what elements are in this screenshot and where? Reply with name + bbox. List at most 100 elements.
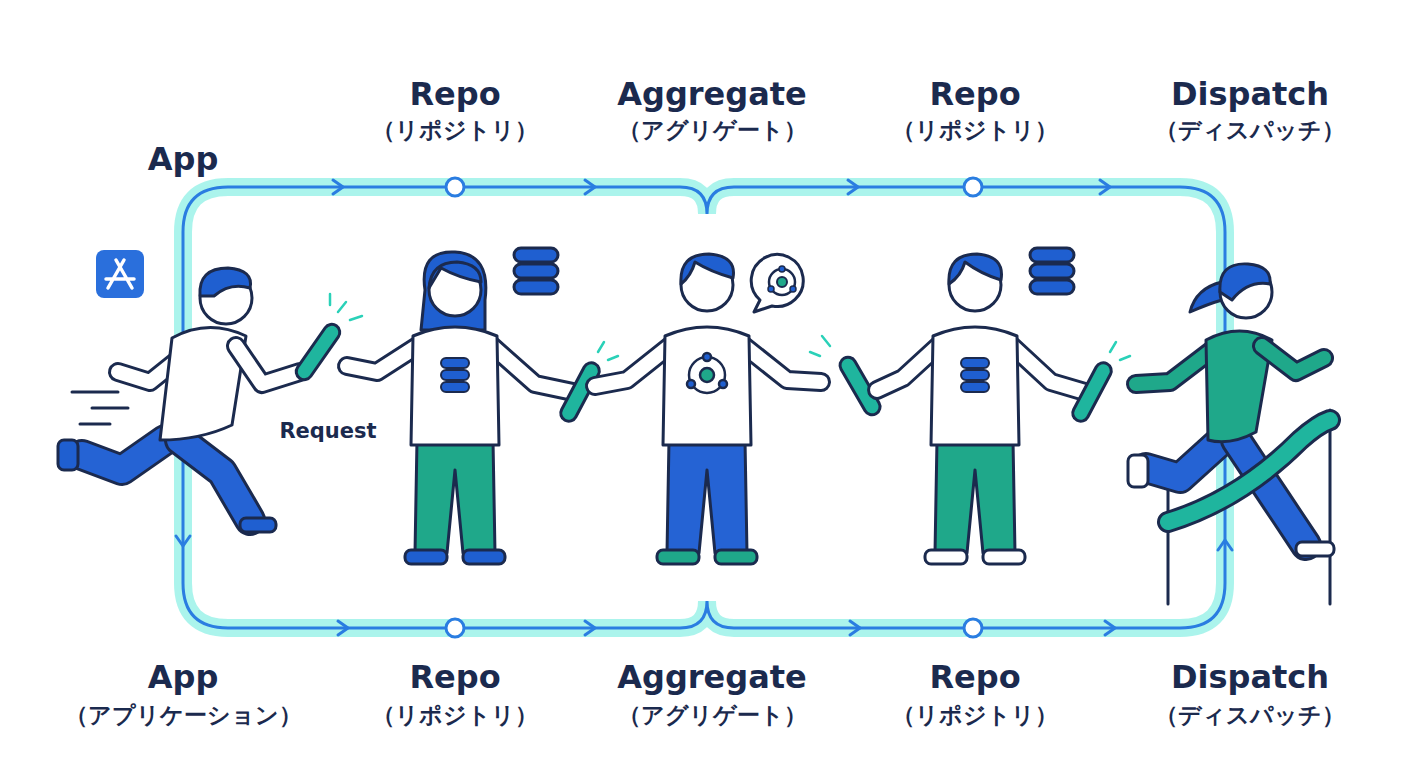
chest-database-icon	[961, 358, 989, 392]
hair	[1220, 264, 1270, 300]
pants	[935, 440, 1015, 553]
arm-outline	[491, 345, 573, 392]
arm-outline	[877, 345, 939, 390]
shoe	[657, 550, 699, 564]
database-icon	[1030, 248, 1074, 294]
label-text: Request	[279, 420, 376, 443]
arm-outline	[1136, 350, 1212, 384]
shoe	[925, 550, 967, 564]
track-arrows	[176, 180, 1232, 635]
leg-outline	[82, 440, 165, 470]
arm	[1262, 346, 1324, 372]
atom-dot	[779, 266, 785, 272]
track-line	[183, 187, 1225, 628]
label-text: （アプリケーション）	[65, 703, 302, 728]
atom-core	[700, 368, 714, 382]
label-text: Dispatch	[1171, 660, 1329, 695]
shoe	[1128, 455, 1148, 487]
arm	[1136, 350, 1212, 384]
chest-database-icon	[441, 358, 469, 392]
arrow-head	[1100, 180, 1110, 194]
speed-lines	[72, 392, 128, 424]
label-text: （アグリゲート）	[618, 703, 807, 728]
ponytail	[1190, 282, 1222, 312]
spark-lines	[598, 342, 618, 360]
hair	[949, 254, 1002, 284]
finish-line	[1168, 410, 1330, 604]
checkpoint-dot	[446, 178, 464, 196]
shoe	[240, 518, 276, 532]
atom-core	[777, 277, 787, 287]
arm	[595, 345, 671, 386]
label-text: Repo	[929, 77, 1020, 112]
checkpoint-dot	[964, 619, 982, 637]
shoe	[983, 550, 1025, 564]
arm-outline	[1262, 346, 1324, 372]
spark-lines	[1110, 342, 1130, 360]
arm-outline	[595, 345, 671, 386]
label-text: Dispatch	[1171, 77, 1329, 112]
db-disk	[441, 382, 469, 392]
runner-dispatch	[1128, 264, 1334, 556]
label-text: （リポジトリ）	[892, 118, 1058, 143]
leg	[82, 440, 165, 470]
icon-glyph	[106, 260, 134, 288]
runner-app	[58, 268, 300, 532]
torso	[411, 327, 499, 445]
shoe	[405, 550, 447, 564]
arm	[236, 346, 300, 384]
arm-outline	[1011, 345, 1085, 392]
baton-body	[293, 321, 343, 383]
checkpoint-dot	[964, 178, 982, 196]
label-text: Aggregate	[617, 77, 807, 112]
relay-track	[183, 187, 1225, 628]
db-disk	[514, 280, 558, 294]
label-text: （リポジトリ）	[372, 703, 538, 728]
label-text: Repo	[409, 660, 500, 695]
label-text: Aggregate	[617, 660, 807, 695]
db-disk	[961, 370, 989, 380]
hair	[681, 254, 734, 284]
torso	[663, 327, 751, 445]
spark-lines	[810, 336, 830, 356]
checkpoint-dot	[446, 619, 464, 637]
person-aggregate	[595, 254, 821, 564]
arm	[1011, 345, 1085, 392]
arm	[491, 345, 573, 392]
hair	[200, 268, 251, 296]
arrow-head	[585, 180, 595, 194]
speech-bubble-atom	[751, 255, 803, 312]
finish-post	[1167, 478, 1170, 604]
label-text: App	[148, 142, 219, 177]
pants	[415, 440, 495, 553]
db-disk	[514, 264, 558, 278]
label-text: （ディスパッチ）	[1155, 118, 1345, 143]
label-text: （リポジトリ）	[892, 703, 1058, 728]
arm-outline	[347, 345, 419, 372]
app-store-icon	[96, 250, 144, 298]
bubble-outline	[751, 255, 803, 312]
atom-dot	[719, 380, 727, 388]
track-glow	[183, 187, 1225, 628]
person-repo	[877, 254, 1085, 564]
relay-baton	[1070, 360, 1114, 424]
atom-dot	[768, 286, 774, 292]
torso	[931, 327, 1019, 445]
arrow-head	[585, 621, 595, 635]
leg	[180, 440, 250, 520]
baton-body	[1070, 360, 1114, 424]
arm	[347, 345, 419, 372]
arrow-head	[1105, 621, 1115, 635]
shoe	[58, 440, 78, 470]
pants	[667, 440, 747, 553]
arrow-head	[338, 621, 348, 635]
atom-dot	[790, 286, 796, 292]
arm	[743, 345, 821, 382]
arrow-head	[850, 621, 860, 635]
arrow-head	[848, 180, 858, 194]
person-repo	[347, 252, 573, 564]
db-disk	[514, 248, 558, 262]
shoe	[715, 550, 757, 564]
finish-tape	[1168, 420, 1330, 522]
